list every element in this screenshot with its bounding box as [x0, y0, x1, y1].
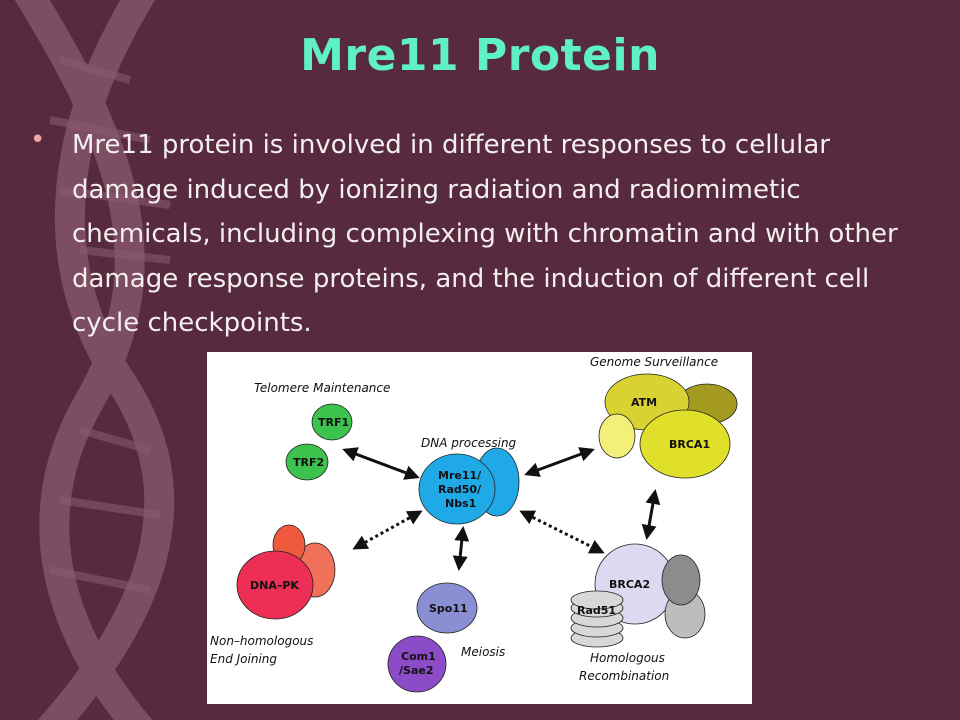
label-meiosis: Meiosis — [461, 645, 505, 659]
dna-helix-background — [14, 0, 175, 720]
label-genome-surveillance: Genome Surveillance — [590, 355, 718, 369]
arrow-telomere-mre11 — [342, 447, 420, 480]
label-telomere-maintenance: Telomere Maintenance — [254, 381, 390, 395]
brca1-node — [639, 409, 731, 479]
spo11-node — [416, 582, 478, 634]
arrow-brca1-brca2 — [641, 489, 661, 540]
dnapk-label: DNA–PK — [250, 579, 299, 592]
rad51-label: Rad51 — [577, 604, 616, 617]
mre11-complex-node — [418, 453, 496, 525]
brca2-dark-subunit — [661, 554, 701, 606]
arrow-mre11-dnapk — [352, 510, 423, 550]
rad51-stack — [570, 590, 624, 648]
mre11-label-line3: Nbs1 — [445, 497, 476, 510]
bullet-marker: • — [30, 125, 46, 155]
mre11-label-line2: Rad50/ — [438, 483, 482, 496]
label-nhej-line2: End Joining — [210, 652, 277, 666]
brca2-label: BRCA2 — [609, 578, 650, 591]
label-hr-line1: Homologous — [590, 651, 665, 665]
arrow-mre11-atm — [524, 447, 595, 477]
dnapk-node — [236, 550, 314, 620]
trf1-node — [311, 403, 353, 441]
brca1-label: BRCA1 — [669, 438, 710, 451]
com1-label-line2: /Sae2 — [399, 664, 433, 677]
com1-node — [387, 635, 447, 693]
trf2-node — [285, 443, 329, 481]
slide-title: Mre11 Protein — [300, 30, 660, 81]
arrow-mre11-spo11 — [452, 526, 470, 571]
label-dna-processing: DNA processing — [421, 436, 517, 450]
atm-label: ATM — [631, 396, 657, 409]
label-nhej-line1: Non–homologous — [210, 634, 313, 648]
arrow-mre11-brca2 — [519, 510, 605, 554]
trf1-label: TRF1 — [318, 416, 349, 429]
com1-label-line1: Com1 — [401, 650, 436, 663]
bullet-item: • Mre11 protein is involved in different… — [30, 123, 910, 346]
spo11-label: Spo11 — [429, 602, 468, 615]
label-hr-line2: Recombination — [579, 669, 669, 683]
mre11-label-line1: Mre11/ — [438, 469, 482, 482]
trf2-label: TRF2 — [293, 456, 324, 469]
mre11-interaction-figure: Telomere Maintenance DNA processing Geno… — [207, 352, 752, 704]
atm-light-subunit — [598, 413, 636, 459]
bullet-text: Mre11 protein is involved in different r… — [72, 130, 898, 338]
